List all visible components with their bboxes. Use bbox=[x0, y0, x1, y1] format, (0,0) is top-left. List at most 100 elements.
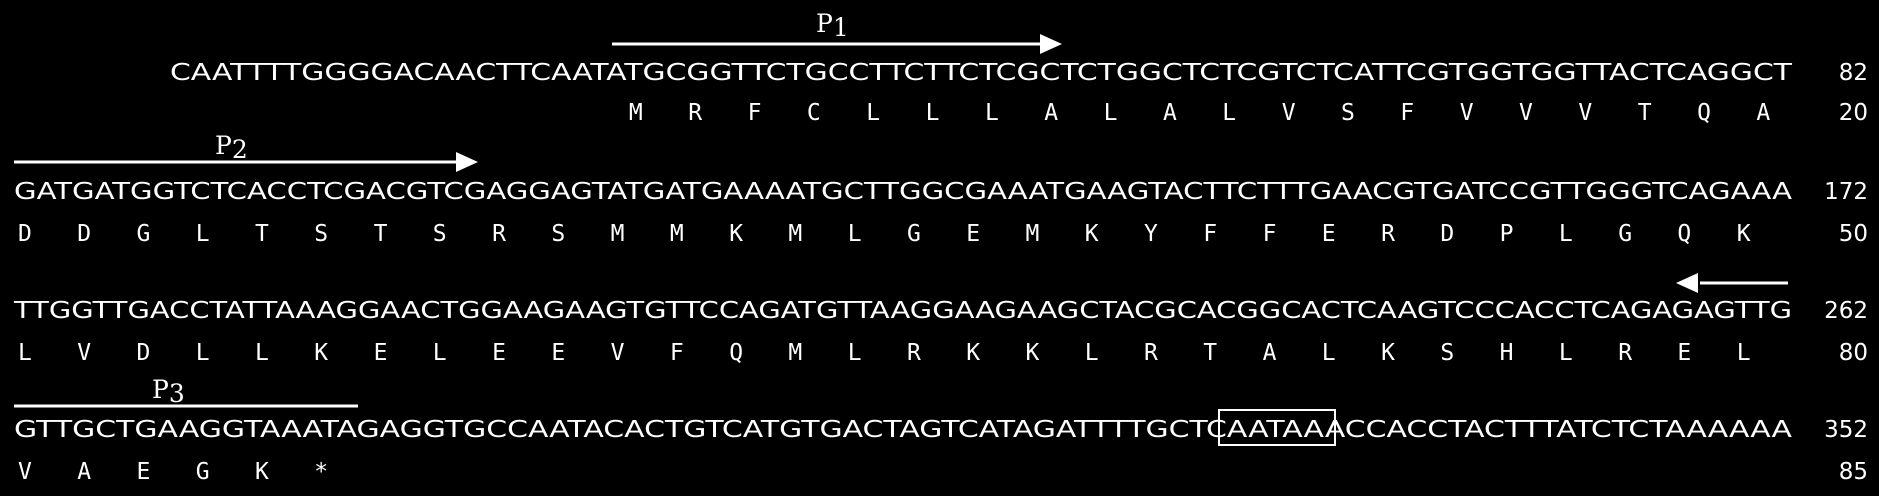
nt-row-3: TTGGTTGACCTATTAAAGGAACTGGAAGAAGTGTTCCAGA… bbox=[13, 298, 1792, 324]
amino-acid: E bbox=[966, 221, 980, 247]
amino-acid: K bbox=[1737, 221, 1751, 247]
amino-acid: V bbox=[1460, 100, 1474, 126]
amino-acid: V bbox=[1578, 100, 1592, 126]
amino-acid: L bbox=[1737, 340, 1751, 366]
amino-acid: L bbox=[18, 340, 32, 366]
amino-acid: H bbox=[1500, 340, 1514, 366]
amino-acid: G bbox=[196, 459, 210, 485]
amino-acid: L bbox=[926, 100, 940, 126]
amino-acid: L bbox=[848, 221, 862, 247]
amino-acid: A bbox=[1163, 100, 1177, 126]
aa-position-2: 50 bbox=[1839, 221, 1868, 247]
amino-acid: R bbox=[1144, 340, 1158, 366]
amino-acid: A bbox=[1263, 340, 1277, 366]
amino-acid: V bbox=[1519, 100, 1533, 126]
amino-acid: R bbox=[907, 340, 921, 366]
amino-acid: K bbox=[314, 340, 328, 366]
amino-acid: L bbox=[848, 340, 862, 366]
amino-acid: * bbox=[314, 459, 328, 485]
amino-acid: V bbox=[1282, 100, 1296, 126]
amino-acid: M bbox=[788, 221, 802, 247]
amino-acid: P bbox=[1500, 221, 1514, 247]
primer-p1-label: P1 bbox=[816, 9, 849, 42]
nt-row-2: GATGATGGTCTCACCTCGACGTCGAGGAGTATGATGAAAA… bbox=[14, 179, 1792, 205]
amino-acid: S bbox=[1440, 340, 1454, 366]
amino-acid: D bbox=[137, 340, 151, 366]
amino-acid: S bbox=[433, 221, 447, 247]
amino-acid: L bbox=[196, 340, 210, 366]
amino-acid: A bbox=[1756, 100, 1770, 126]
nt-row-4: GTTGCTGAAGGTAAATAGAGGTGCCAATACACTGTCATGT… bbox=[14, 417, 1792, 443]
amino-acid: Q bbox=[729, 340, 743, 366]
amino-acid: G bbox=[907, 221, 921, 247]
amino-acid: F bbox=[1400, 100, 1414, 126]
amino-acid: L bbox=[1322, 340, 1336, 366]
amino-acid: T bbox=[1203, 340, 1217, 366]
sequence-block-1: CAATTTTGGGGACAACTTCAATATGCGGTTCTGCCTTCTT… bbox=[170, 60, 1868, 126]
primer-p2-arrowhead bbox=[456, 152, 478, 172]
amino-acid: M bbox=[1026, 221, 1040, 247]
amino-acid: L bbox=[1104, 100, 1118, 126]
amino-acid: L bbox=[255, 340, 269, 366]
amino-acid: S bbox=[551, 221, 565, 247]
sequence-block-2: GATGATGGTCTCACCTCGACGTCGAGGAGTATGATGAAAA… bbox=[14, 179, 1868, 247]
nt-position-4: 352 bbox=[1824, 417, 1868, 443]
amino-acid: C bbox=[807, 100, 821, 126]
amino-acid: L bbox=[1085, 340, 1099, 366]
amino-acid: Q bbox=[1677, 221, 1691, 247]
primer-p3-label: P3 bbox=[152, 375, 185, 408]
amino-acid: D bbox=[18, 221, 32, 247]
amino-acid: L bbox=[866, 100, 880, 126]
amino-acid: E bbox=[1322, 221, 1336, 247]
amino-acid: K bbox=[1026, 340, 1040, 366]
nt-position-3: 262 bbox=[1824, 298, 1868, 324]
amino-acid: T bbox=[255, 221, 269, 247]
primer-p2-label: P2 bbox=[215, 131, 248, 164]
nt-position-2: 172 bbox=[1824, 179, 1868, 205]
amino-acid: Y bbox=[1144, 221, 1158, 247]
amino-acid: R bbox=[688, 100, 702, 126]
amino-acid: M bbox=[629, 100, 643, 126]
amino-acid: M bbox=[670, 221, 684, 247]
amino-acid: R bbox=[492, 221, 506, 247]
amino-acid: E bbox=[374, 340, 388, 366]
amino-acid: E bbox=[137, 459, 151, 485]
amino-acid: K bbox=[729, 221, 743, 247]
primer-p3-arrowhead bbox=[1676, 273, 1698, 293]
amino-acid: R bbox=[1381, 221, 1395, 247]
amino-acid: L bbox=[196, 221, 210, 247]
amino-acid: F bbox=[748, 100, 762, 126]
amino-acid: D bbox=[1440, 221, 1454, 247]
amino-acid: G bbox=[1618, 221, 1632, 247]
amino-acid: L bbox=[1559, 221, 1573, 247]
amino-acid: S bbox=[1341, 100, 1355, 126]
amino-acid: M bbox=[788, 340, 802, 366]
amino-acid: F bbox=[1203, 221, 1217, 247]
primer-p3: P3 bbox=[14, 375, 358, 408]
amino-acid: T bbox=[1638, 100, 1652, 126]
amino-acid: E bbox=[551, 340, 565, 366]
primer-p1-arrowhead bbox=[1040, 34, 1062, 54]
amino-acid: K bbox=[255, 459, 269, 485]
amino-acid: L bbox=[433, 340, 447, 366]
amino-acid: F bbox=[670, 340, 684, 366]
amino-acid: Q bbox=[1697, 100, 1711, 126]
amino-acid: D bbox=[77, 221, 91, 247]
amino-acid: K bbox=[966, 340, 980, 366]
amino-acid: E bbox=[1677, 340, 1691, 366]
amino-acid: K bbox=[1085, 221, 1099, 247]
sequence-block-3: TTGGTTGACCTATTAAAGGAACTGGAAGAAGTGTTCCAGA… bbox=[13, 298, 1868, 366]
amino-acid: R bbox=[1618, 340, 1632, 366]
amino-acid: F bbox=[1263, 221, 1277, 247]
aa-position-1: 20 bbox=[1839, 100, 1868, 126]
amino-acid: L bbox=[1559, 340, 1573, 366]
amino-acid: E bbox=[492, 340, 506, 366]
amino-acid: G bbox=[137, 221, 151, 247]
primer-p1: P1 bbox=[612, 9, 1062, 54]
amino-acid: V bbox=[611, 340, 625, 366]
